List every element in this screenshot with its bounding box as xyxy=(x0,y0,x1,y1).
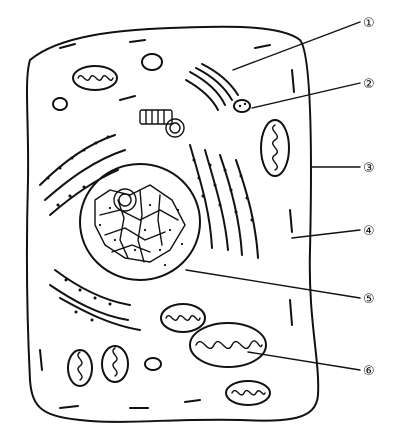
nucleus xyxy=(80,164,200,280)
golgi-apparatus xyxy=(186,64,238,110)
label-5: ⑤ xyxy=(363,292,375,307)
pointer-line-5 xyxy=(186,270,360,298)
labels: ① ② ③ ④ ⑤ ⑥ xyxy=(363,16,375,379)
label-3: ③ xyxy=(363,161,375,176)
pointer-line-2 xyxy=(252,83,360,108)
pointer-line-4 xyxy=(292,230,360,238)
label-2: ② xyxy=(363,77,375,92)
vesicles xyxy=(53,54,162,370)
pointer-lines xyxy=(186,22,360,370)
label-6: ⑥ xyxy=(363,364,375,379)
pointer-line-6 xyxy=(248,352,360,370)
centrioles xyxy=(140,110,184,137)
label-1: ① xyxy=(363,16,375,31)
lysosome xyxy=(234,100,250,112)
label-4: ④ xyxy=(363,224,375,239)
cell-membrane xyxy=(27,27,318,422)
pointer-line-1 xyxy=(233,22,360,70)
